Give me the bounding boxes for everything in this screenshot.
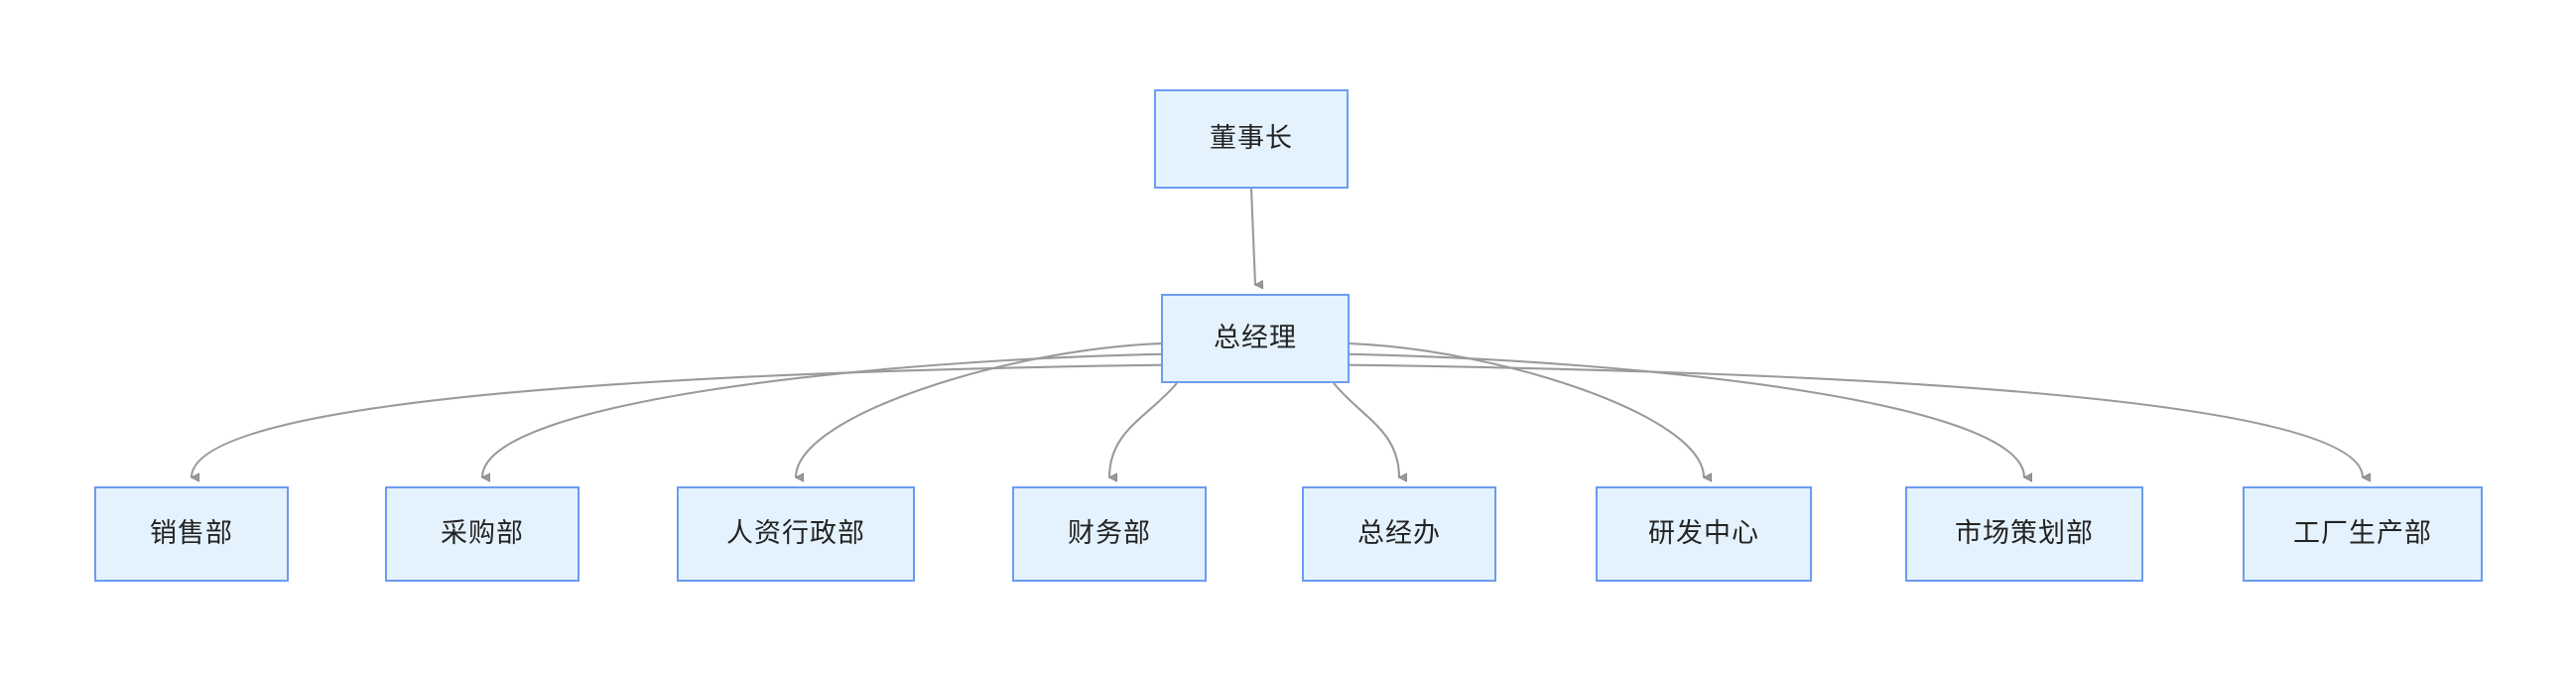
edge-general-manager-to-dept-6 bbox=[1349, 352, 2024, 477]
node-dept-7[interactable]: 工厂生产部 bbox=[2243, 486, 2483, 582]
node-label: 市场策划部 bbox=[1955, 517, 2094, 548]
edge-general-manager-to-dept-1 bbox=[480, 352, 1162, 477]
edge-general-manager-to-dept-2 bbox=[794, 341, 1162, 477]
edge-general-manager-to-dept-7 bbox=[1349, 363, 2363, 477]
node-label: 工厂生产部 bbox=[2293, 517, 2432, 548]
edge-general-manager-to-dept-4 bbox=[1333, 382, 1399, 477]
edge-chairman-to-general-manager bbox=[1249, 188, 1255, 285]
node-dept-1[interactable]: 采购部 bbox=[385, 486, 580, 582]
edge-general-manager-to-dept-0 bbox=[190, 363, 1162, 477]
node-label: 财务部 bbox=[1068, 517, 1151, 548]
node-dept-2[interactable]: 人资行政部 bbox=[677, 486, 915, 582]
node-label: 销售部 bbox=[150, 517, 233, 548]
node-general-manager[interactable]: 总经理 bbox=[1161, 294, 1350, 383]
node-dept-4[interactable]: 总经办 bbox=[1302, 486, 1496, 582]
node-dept-3[interactable]: 财务部 bbox=[1012, 486, 1207, 582]
node-label: 人资行政部 bbox=[726, 517, 865, 548]
edge-general-manager-to-dept-3 bbox=[1107, 382, 1178, 477]
node-label: 总经理 bbox=[1214, 322, 1297, 352]
node-dept-5[interactable]: 研发中心 bbox=[1596, 486, 1812, 582]
node-label: 董事长 bbox=[1210, 122, 1293, 153]
node-chairman[interactable]: 董事长 bbox=[1154, 89, 1349, 189]
node-dept-0[interactable]: 销售部 bbox=[94, 486, 289, 582]
node-label: 采购部 bbox=[441, 517, 524, 548]
node-dept-6[interactable]: 市场策划部 bbox=[1905, 486, 2143, 582]
node-label: 研发中心 bbox=[1648, 517, 1759, 548]
edge-general-manager-to-dept-5 bbox=[1349, 341, 1704, 477]
node-label: 总经办 bbox=[1357, 517, 1441, 548]
